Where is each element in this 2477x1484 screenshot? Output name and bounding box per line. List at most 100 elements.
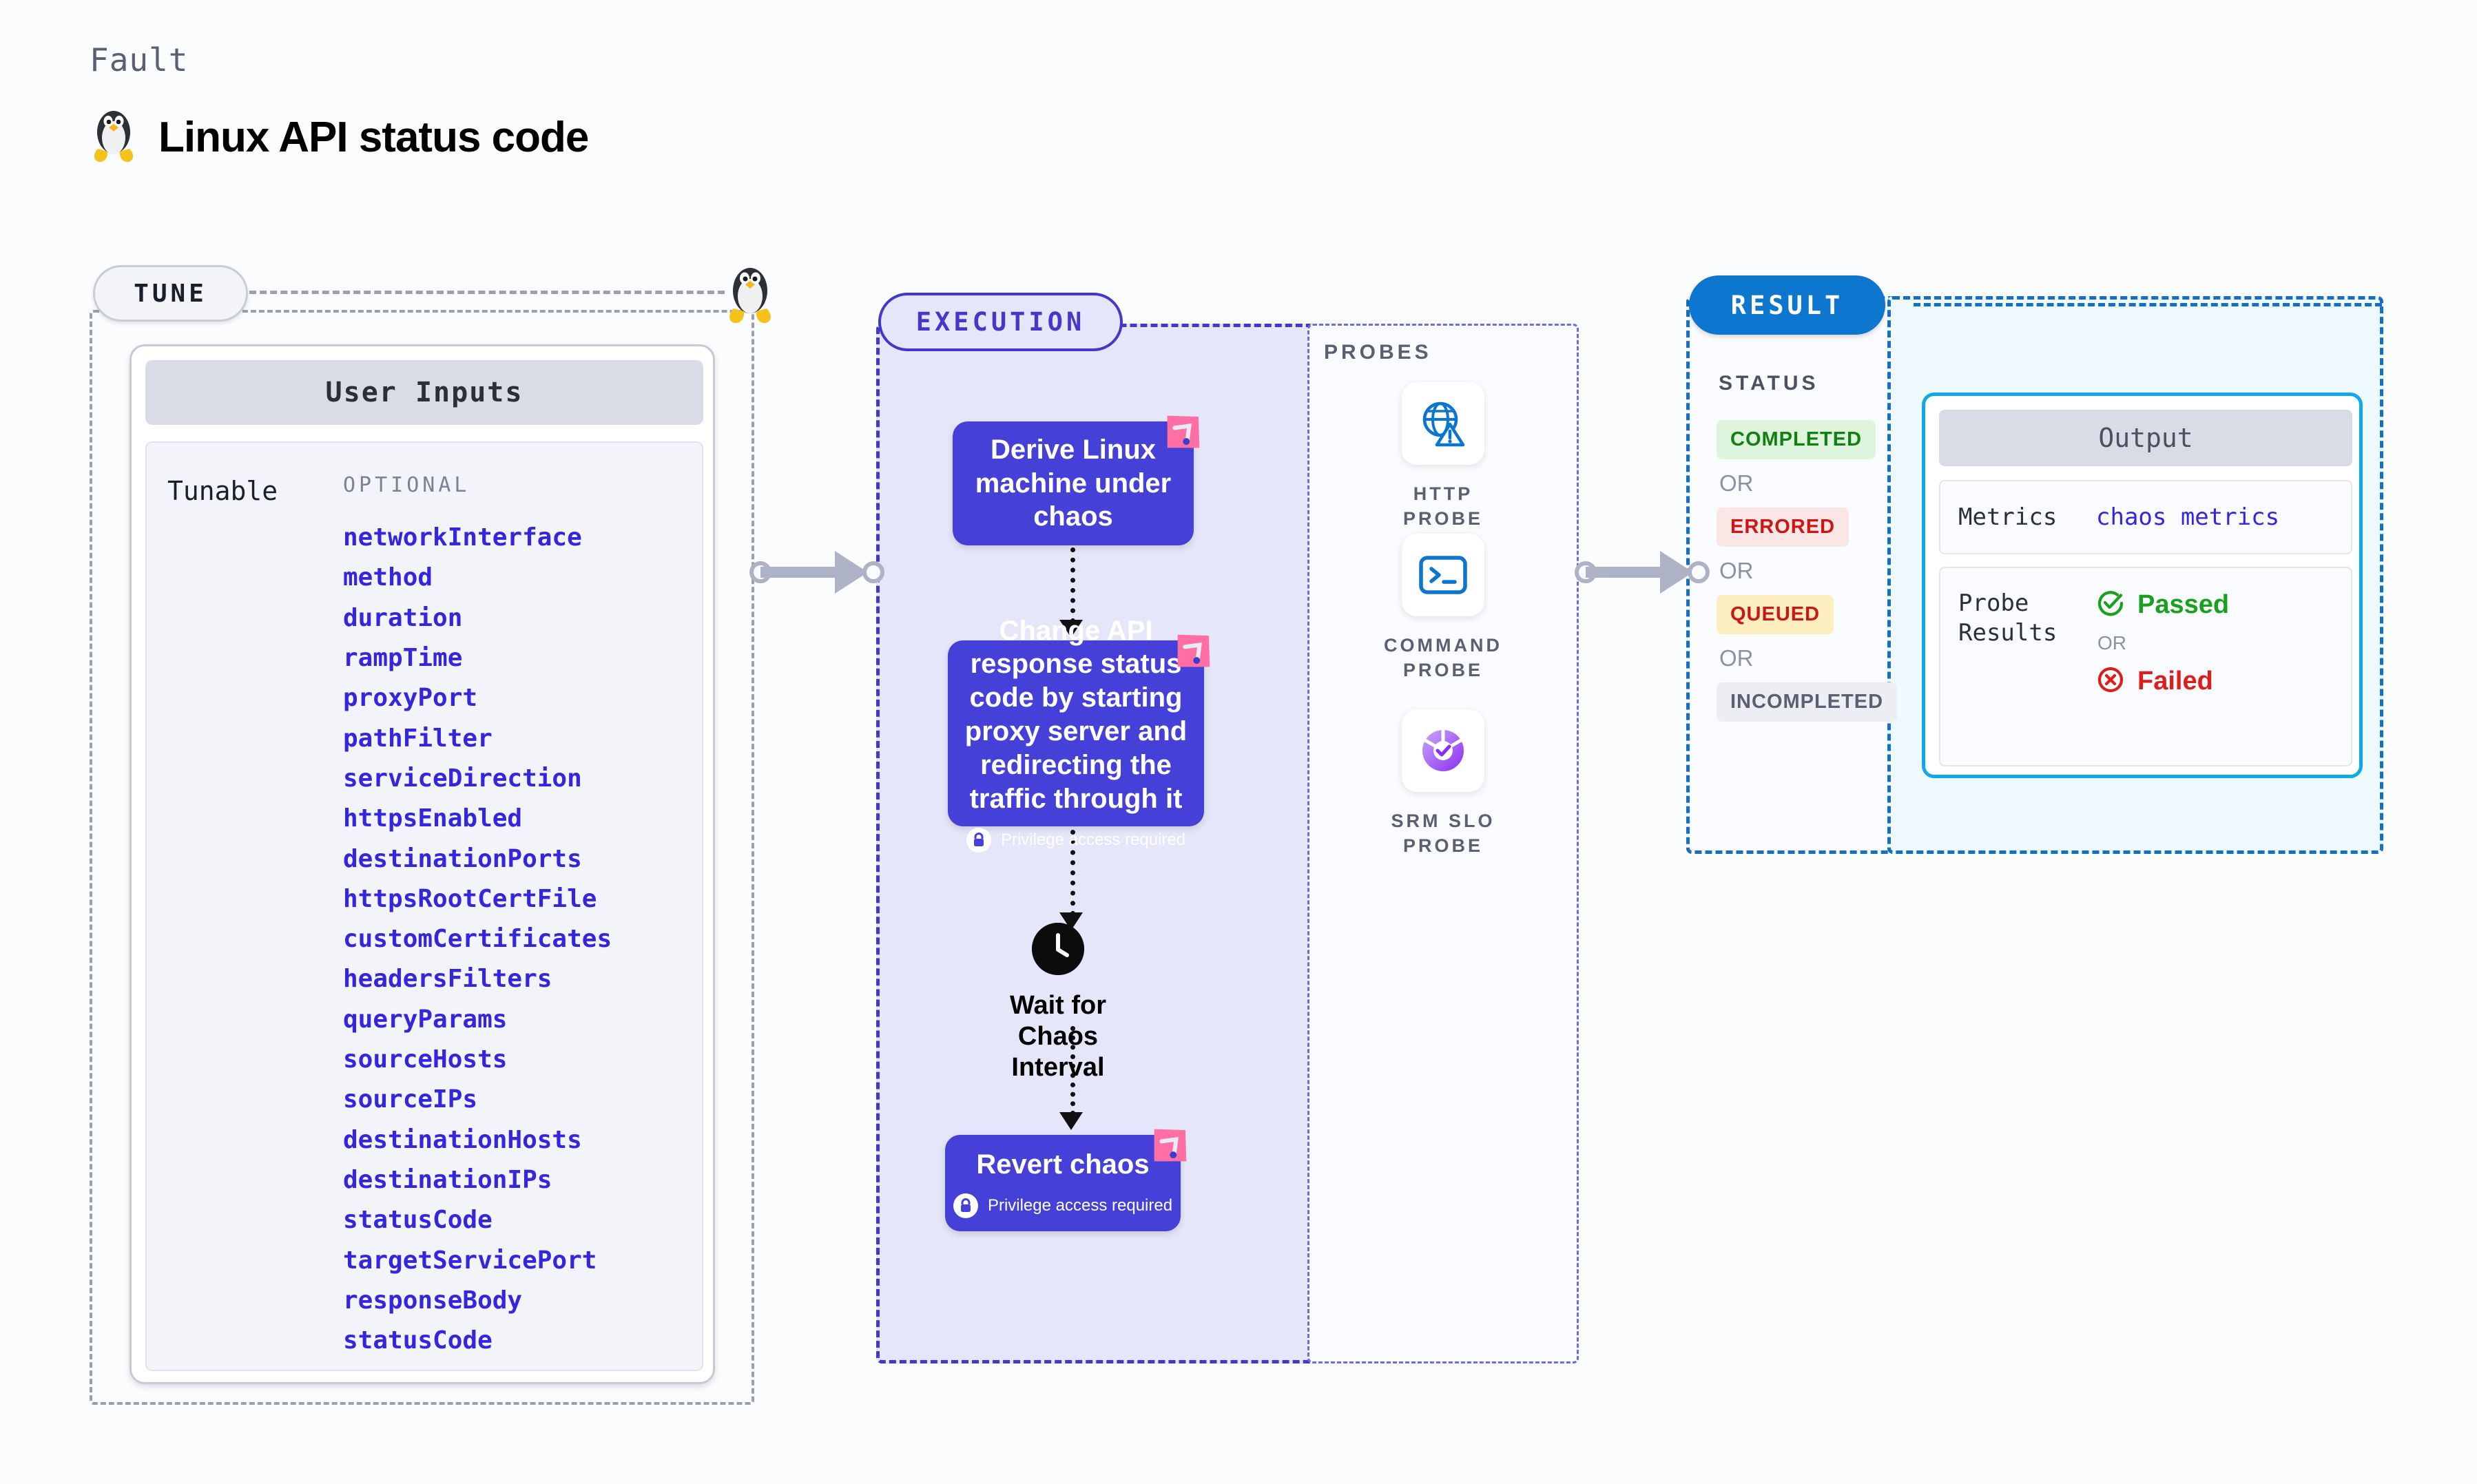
param-item[interactable]: statusCode [343,1326,493,1355]
privilege-text: Privilege access required [987,1196,1173,1215]
probe-results-row: Probe Results Passed OR [1939,567,2352,766]
status-or-label: OR [1719,558,1754,583]
privilege-text: Privilege access required [1000,830,1186,850]
failed-label: Failed [2137,667,2213,696]
probe-results-key-text: Probe Results [1958,589,2058,647]
param-item[interactable]: serviceDirection [343,764,582,793]
flow-dash-3 [1070,1026,1075,1116]
slo-donut-icon [1402,709,1484,792]
linux-penguin-marker-icon [725,262,776,328]
probe-label: SRM SLO PROBE [1391,811,1495,857]
result-output-connector [1914,303,2382,306]
tune-panel [90,310,754,1405]
probe-label: COMMAND PROBE [1384,635,1502,681]
title-row: Linux API status code [90,106,589,169]
param-list: networkInterface method duration rampTime pr… [343,518,687,1361]
user-inputs-card: User Inputs Tunable OPTIONAL networkInte… [129,344,715,1384]
param-item[interactable]: pathFilter [343,724,493,753]
tunable-label: Tunable [167,476,278,506]
status-badge: INCOMPLETED [1717,682,1898,722]
wait-label: Wait for Chaos Interval [1009,991,1106,1082]
lock-icon [953,1193,978,1219]
check-circle-icon [2096,589,2125,621]
param-item[interactable]: queryParams [343,1005,508,1034]
x-circle-icon [2096,665,2125,698]
passed-label: Passed [2137,590,2230,619]
param-item[interactable]: networkInterface [343,523,582,552]
param-item[interactable]: responseBody [343,1286,523,1315]
status-or-label: OR [1719,470,1754,496]
execution-pill[interactable]: EXECUTION [878,293,1123,351]
terminal-icon [1402,534,1484,616]
arrow-tune-to-execution [749,551,884,594]
chaos-ribbon-icon [1148,396,1220,468]
arrow-execution-to-result [1575,551,1710,594]
flow-arrow-1 [1059,620,1083,638]
flow-dash-1 [1070,547,1075,623]
param-item[interactable]: targetServicePort [343,1246,597,1275]
clock-icon [1032,923,1084,975]
execution-node-derive[interactable]: Derive Linux machine under chaos [953,415,1200,545]
status-badge: COMPLETED [1717,420,1876,459]
globe-warning-icon [1402,382,1484,465]
param-item[interactable]: customCertificates [343,925,612,954]
execution-node-change-status[interactable]: Change API response status code by start… [948,616,1210,853]
flow-dash-2 [1070,830,1075,916]
probe-results-key: Probe Results [1958,589,2096,765]
probes-panel [1307,324,1579,1363]
param-item[interactable]: method [343,563,433,592]
param-item[interactable]: duration [343,603,463,632]
probe-or-label: OR [2097,632,2126,654]
wait-for-chaos-node: Wait for Chaos Interval [1010,923,1106,1083]
probes-title: PROBES [1324,341,1432,364]
privilege-badge: Privilege access required [953,1193,1173,1219]
flow-arrow-3 [1059,1112,1083,1130]
chaos-ribbon-icon [1158,615,1230,687]
probe-http[interactable]: HTTP PROBE [1374,382,1512,532]
page-header: Fault Linux API status code [90,41,589,169]
param-item[interactable]: statusCode [343,1206,493,1235]
metrics-row: Metrics chaos metrics [1939,480,2352,554]
probe-command[interactable]: COMMAND PROBE [1374,534,1512,683]
chaos-ribbon-icon [1134,1109,1207,1182]
lock-icon [966,828,991,853]
tune-connector-dashed [249,291,725,294]
param-item[interactable]: rampTime [343,643,463,672]
param-item[interactable]: destinationHosts [343,1125,582,1154]
execution-node-label: Revert chaos [976,1149,1150,1180]
output-card: Output Metrics chaos metrics Probe Resul… [1922,393,2363,778]
result-panel [1686,296,1914,854]
metrics-value[interactable]: chaos metrics [2096,503,2280,531]
tune-pill[interactable]: TUNE [93,265,248,322]
probe-result-failed: Failed [2096,665,2229,698]
probe-srm-slo[interactable]: SRM SLO PROBE [1374,709,1512,859]
optional-params-column: OPTIONAL networkInterface method duration r… [343,473,687,1361]
status-or-label: OR [1719,645,1754,671]
privilege-badge: Privilege access required [966,828,1185,853]
param-item[interactable]: sourceHosts [343,1045,508,1074]
probe-result-passed: Passed [2096,589,2229,621]
execution-node-label: Change API response status code by start… [964,615,1188,814]
param-item[interactable]: destinationIPs [343,1166,552,1194]
param-item[interactable]: httpsRootCertFile [343,884,597,913]
metrics-key: Metrics [1958,503,2058,531]
user-inputs-header: User Inputs [145,360,703,425]
param-item[interactable]: destinationPorts [343,844,582,873]
page-title: Linux API status code [158,114,589,161]
param-item[interactable]: proxyPort [343,684,478,713]
param-item[interactable]: sourceIPs [343,1085,478,1114]
tunable-panel: Tunable OPTIONAL networkInterface method d… [145,441,703,1371]
execution-node-revert[interactable]: Revert chaos Privilege access required [945,1129,1187,1231]
page-eyebrow: Fault [90,41,189,79]
probe-label: HTTP PROBE [1402,483,1484,530]
linux-penguin-icon [90,106,138,169]
optional-label: OPTIONAL [343,473,470,497]
param-item[interactable]: httpsEnabled [343,804,523,833]
status-title: STATUS [1719,372,1819,395]
output-title: Output [1939,410,2352,466]
param-item[interactable]: headersFilters [343,965,552,994]
status-badge: ERRORED [1717,508,1849,547]
execution-node-label: Derive Linux machine under chaos [975,434,1172,532]
result-pill[interactable]: RESULT [1689,275,1885,335]
